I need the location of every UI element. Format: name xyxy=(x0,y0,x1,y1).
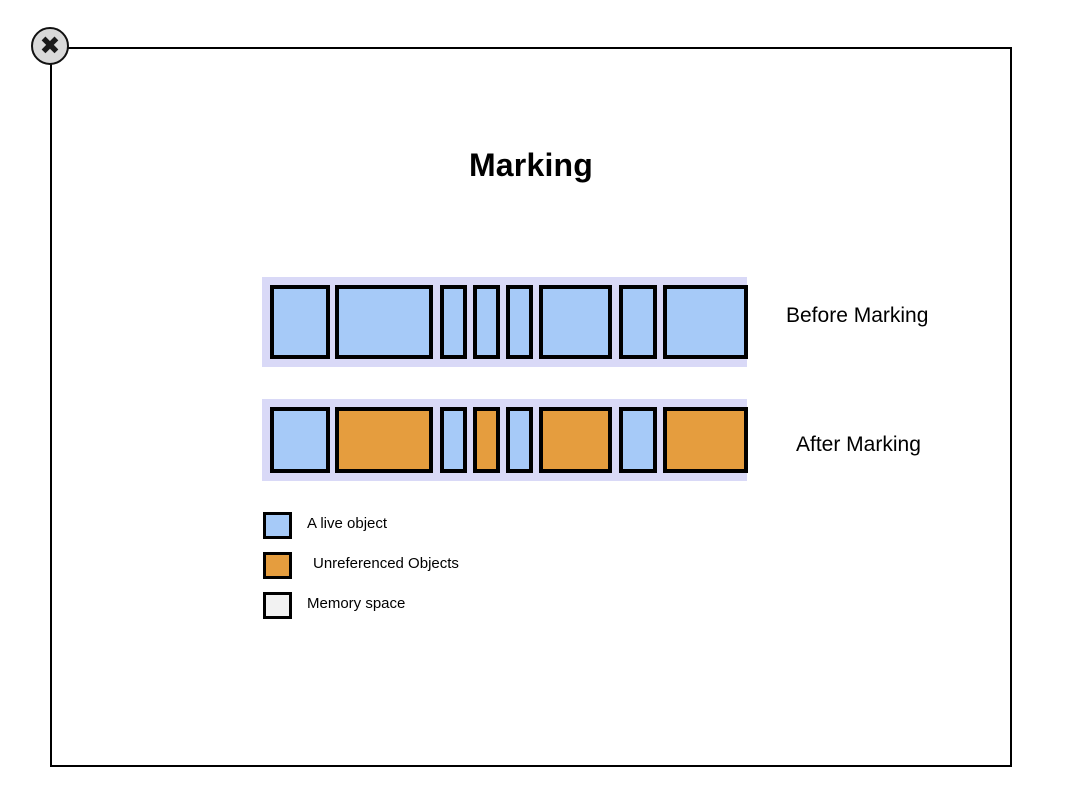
memory-block-unreferenced-object xyxy=(539,407,612,473)
memory-block-unreferenced-object xyxy=(473,407,500,473)
memory-block-live-object xyxy=(506,285,533,359)
memory-block-live-object xyxy=(539,285,612,359)
memory-block-live-object xyxy=(619,285,657,359)
memory-block-live-object xyxy=(270,407,330,473)
memory-block-unreferenced-object xyxy=(335,407,433,473)
slide-frame: Marking Before Marking After Marking A l… xyxy=(50,47,1012,767)
legend-swatch-memory-space xyxy=(263,592,292,619)
close-icon: ✖ xyxy=(39,30,61,60)
memory-block-live-object xyxy=(473,285,500,359)
memory-block-live-object xyxy=(440,285,467,359)
row-label-after-marking: After Marking xyxy=(796,433,921,456)
memory-block-live-object xyxy=(506,407,533,473)
memory-block-live-object xyxy=(270,285,330,359)
legend-swatch-live-object xyxy=(263,512,292,539)
memory-strip-before xyxy=(262,277,748,367)
row-label-before-marking: Before Marking xyxy=(786,304,929,327)
legend-label-memory: Memory space xyxy=(307,595,406,612)
memory-block-live-object xyxy=(619,407,657,473)
memory-strip-after xyxy=(262,399,748,481)
legend-swatch-unreferenced xyxy=(263,552,292,579)
legend-label-dead: Unreferenced Objects xyxy=(313,555,459,572)
memory-block-live-object xyxy=(335,285,433,359)
memory-block-unreferenced-object xyxy=(663,407,748,473)
legend-label-live: A live object xyxy=(307,515,388,532)
close-button[interactable]: ✖ xyxy=(31,27,69,65)
memory-block-live-object xyxy=(440,407,467,473)
page-title: Marking xyxy=(468,147,594,183)
memory-block-live-object xyxy=(663,285,748,359)
